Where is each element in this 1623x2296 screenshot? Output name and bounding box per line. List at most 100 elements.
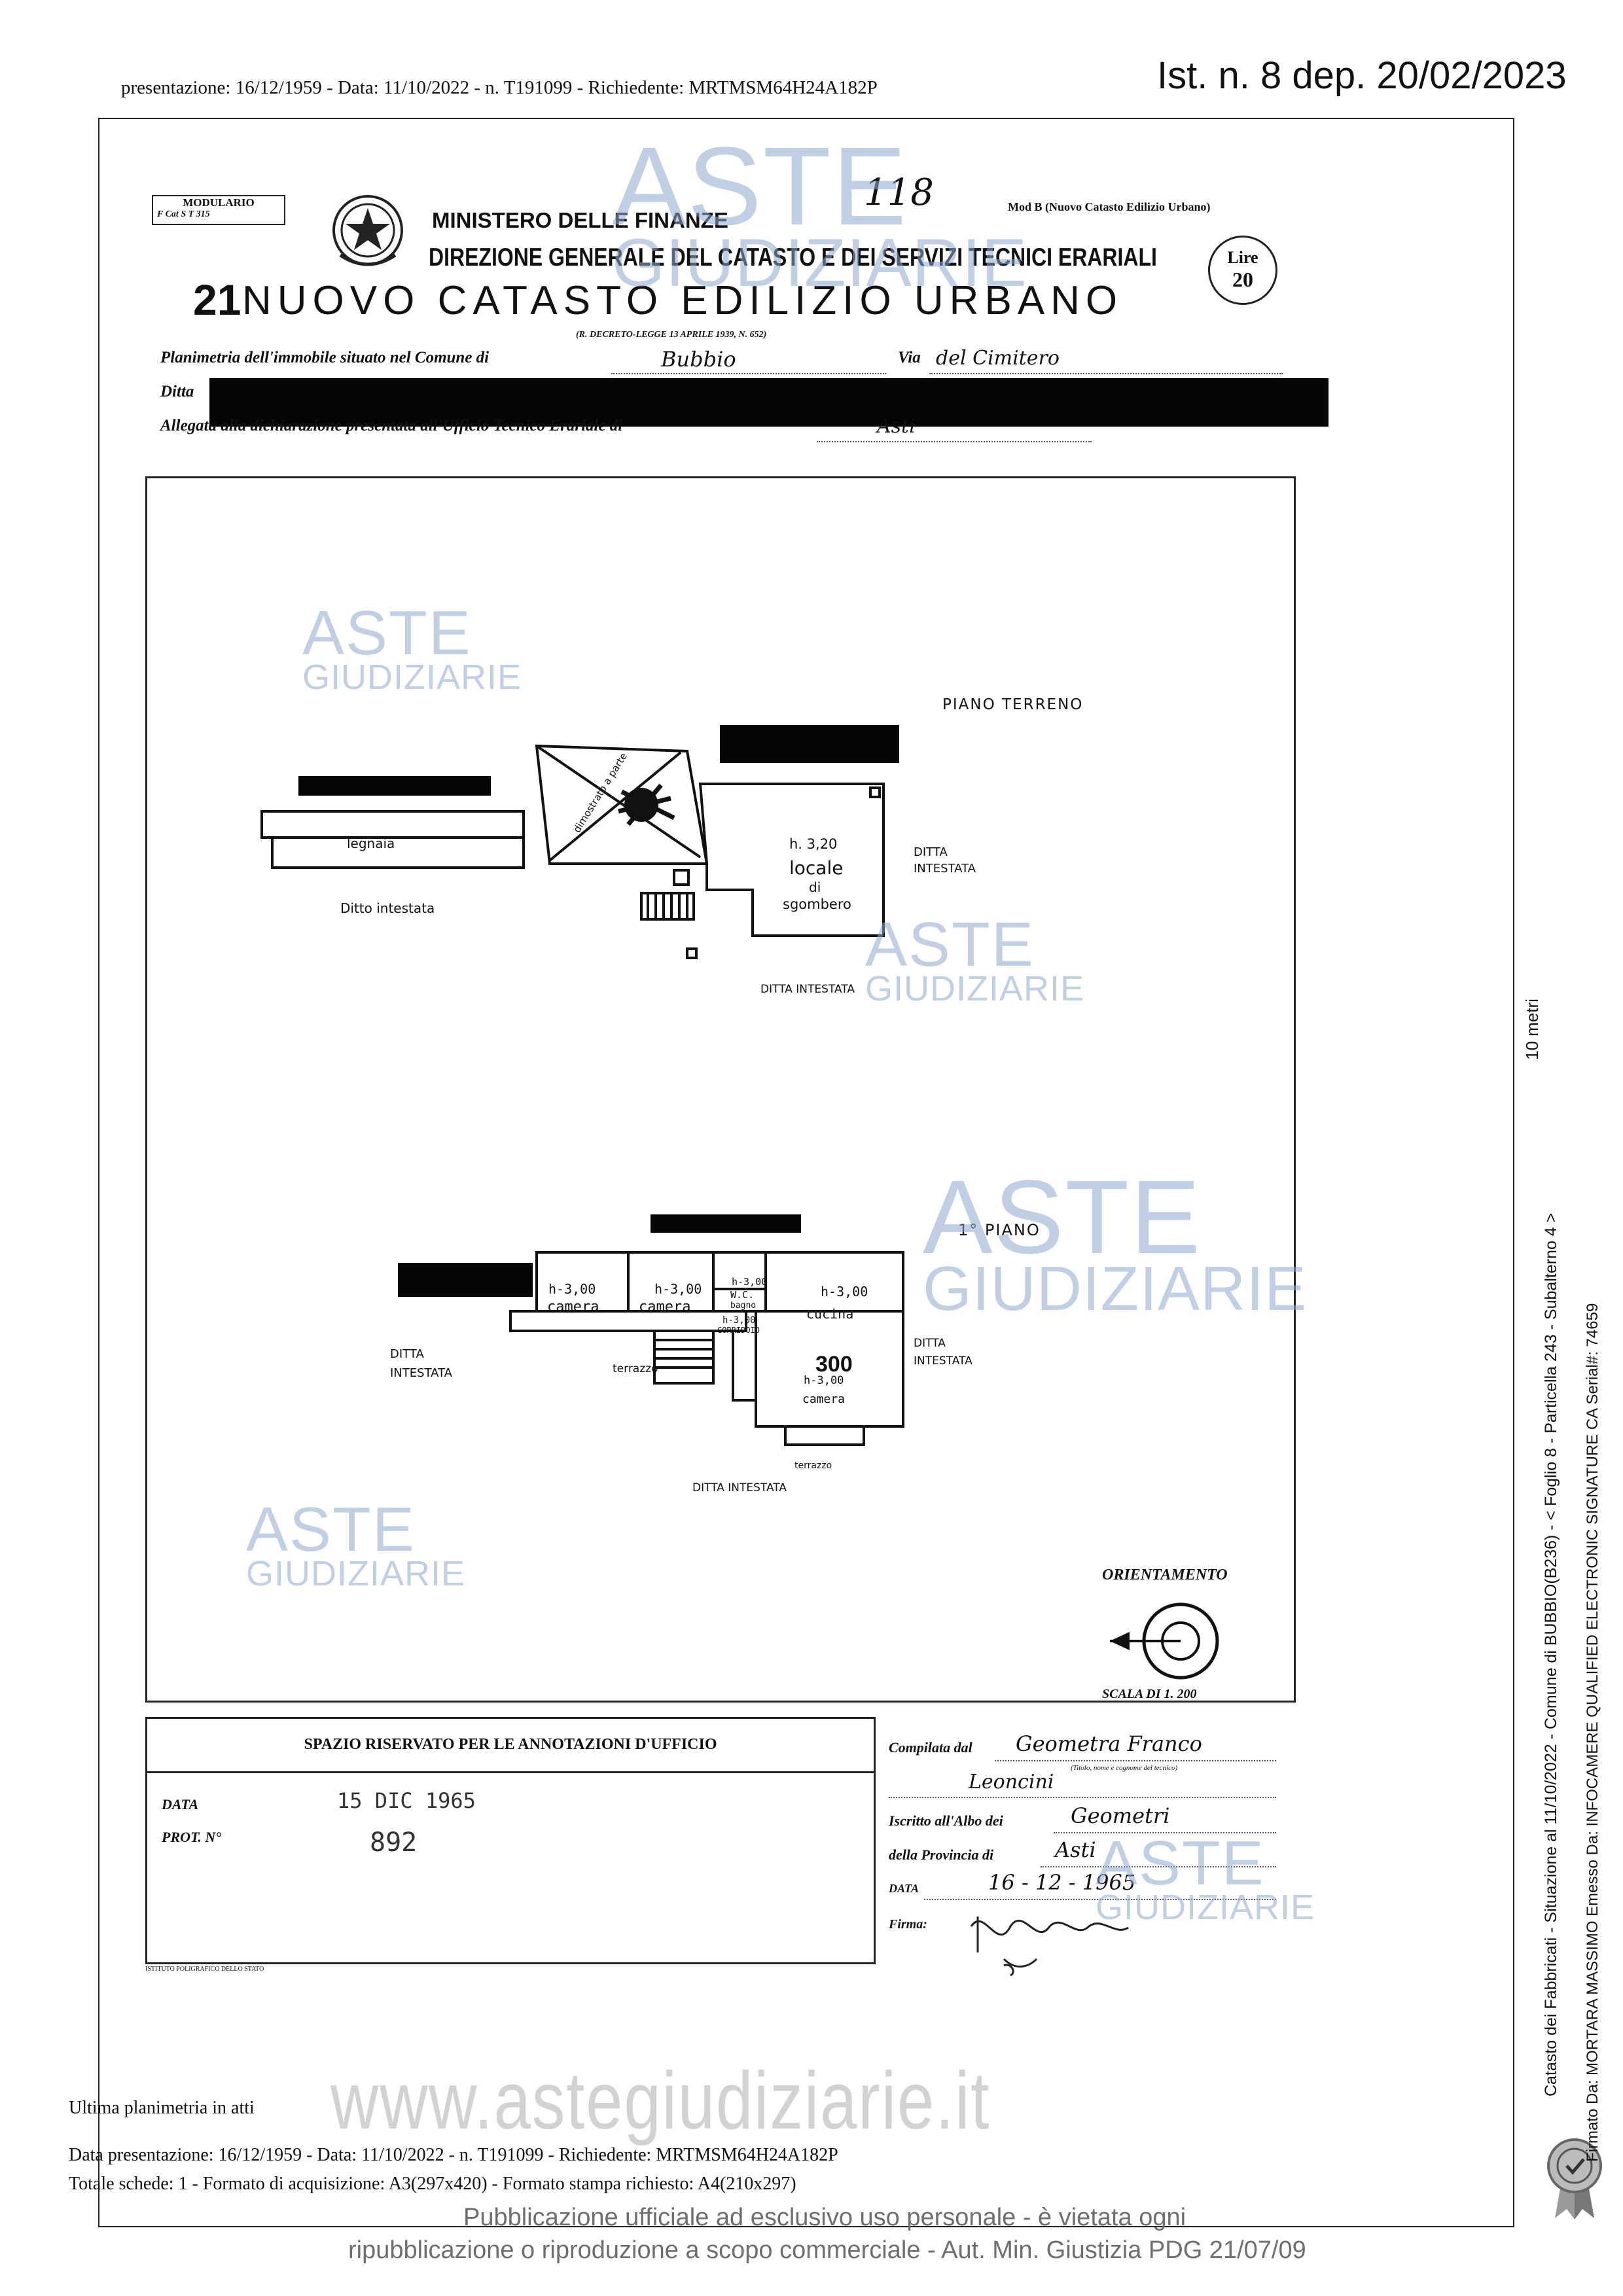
deposit-stamp: Ist. n. 8 dep. 20/02/2023 [1157, 54, 1567, 97]
wc-label: W.C. [730, 1289, 755, 1301]
camera-a: camera [547, 1299, 599, 1315]
provincia-label: della Provincia di [889, 1846, 994, 1863]
ditta-intestata-bottom: DITTA INTESTATA [760, 983, 855, 996]
h300-wc: h-3,00 [732, 1276, 768, 1288]
outer-frame [98, 118, 1514, 2227]
h300-cucina: h-3,00 [821, 1284, 868, 1299]
lire-circle: Lire 20 [1208, 236, 1277, 305]
di-label: di [809, 879, 821, 895]
primo-piano-label: 1° PIANO [958, 1221, 1041, 1239]
compilata-name2: Leoncini [969, 1771, 1054, 1793]
lire-value: 20 [1232, 268, 1253, 291]
via-value: del Cimitero [936, 347, 1060, 370]
footer-line1: Data presentazione: 16/12/1959 - Data: 1… [69, 2145, 838, 2165]
camera-b: camera [639, 1299, 691, 1315]
lire-label: Lire [1227, 248, 1258, 267]
bagno-label: bagno [730, 1301, 757, 1311]
stamp-300: 300 [815, 1352, 853, 1377]
prefix-number: 21 [193, 275, 241, 324]
office-box-title: SPAZIO RISERVATO PER LE ANNOTAZIONI D'UF… [304, 1736, 717, 1753]
digital-seal-icon [1547, 2138, 1602, 2219]
legnaia-label: legnaia [347, 836, 395, 851]
via-label: Via [898, 349, 921, 366]
room-height-320: h. 3,20 [789, 836, 838, 852]
watermark-lower-right: ASTE GIUDIZIARIE [1096, 1828, 1315, 1927]
ditta-right-2: DITTA INTESTATA [914, 1337, 972, 1368]
side-firmato-line: Firmato Da: MORTARA MASSIMO Emesso Da: I… [1584, 1303, 1601, 2162]
watermark-left: ASTE GIUDIZIARIE [302, 598, 522, 697]
office-prot-value: 892 [370, 1828, 418, 1858]
h300-camera-c: h-3,00 [804, 1374, 844, 1387]
istituto-poligrafico: ISTITUTO POLIGRAFICO DELLO STATO [145, 1966, 264, 1973]
compilata-label: Compilata dal [889, 1739, 972, 1756]
office-annotation-box: SPAZIO RISERVATO PER LE ANNOTAZIONI D'UF… [145, 1717, 876, 1964]
compilata-data-label: DATA [889, 1882, 919, 1895]
first-floor-plan [509, 1251, 904, 1446]
ditta-intestata-right: DITTA INTESTATA [914, 845, 976, 876]
publication-notice-1: Pubblicazione ufficiale ad esclusivo uso… [463, 2204, 1186, 2231]
ditta-left-2: DITTA INTESTATA [390, 1347, 452, 1380]
direzione-generale: DIREZIONE GENERALE DEL CATASTO E DEI SER… [429, 243, 1157, 272]
modulario-code: F Cat S T 315 [157, 209, 210, 219]
catasto-title: NUOVO CATASTO EDILIZIO URBANO [242, 278, 1124, 323]
decreto-note: (R. DECRETO-LEGGE 13 APRILE 1939, N. 652… [576, 330, 767, 340]
iscritto-label: Iscritto all'Albo dei [889, 1812, 1003, 1829]
footer-line2: Totale schede: 1 - Formato di acquisizio… [69, 2174, 796, 2194]
locale-label: locale [789, 857, 844, 879]
watermark-lower-left: ASTE GIUDIZIARIE [246, 1494, 466, 1593]
ground-redaction-top [720, 725, 899, 763]
sgombero-label: sgombero [783, 896, 851, 912]
watermark-middle: ASTE GIUDIZIARIE [865, 910, 1085, 1008]
comune-value: Bubbio [661, 347, 736, 372]
titolo-note: (Titolo, nome e cognome del tecnico) [1071, 1764, 1178, 1772]
firma-label: Firma: [889, 1917, 927, 1932]
provincia-value: Asti [1055, 1837, 1096, 1862]
watermark-right: ASTE GIUDIZIARIE [923, 1158, 1308, 1324]
h300-b: h-3,00 [654, 1281, 702, 1297]
side-catasto-line: Catasto dei Fabbricati - Situazione al 1… [1542, 1212, 1560, 2096]
terrazzo-1: terrazzo [613, 1362, 658, 1375]
ground-floor-plan [260, 744, 885, 959]
orientamento-label: ORIENTAMENTO [1102, 1566, 1228, 1583]
signature-image [970, 1916, 1129, 1977]
header-presentation-line: presentazione: 16/12/1959 - Data: 11/10/… [121, 77, 878, 98]
office-data-value: 15 DIC 1965 [337, 1788, 476, 1813]
office-prot-label: PROT. N° [162, 1829, 222, 1845]
office-data-label: DATA [162, 1796, 199, 1812]
watermark-top: ASTE GIUDIZIARIE [612, 124, 1028, 301]
ultima-planimetria: Ultima planimetria in atti [69, 2098, 255, 2118]
cucina-label: cucina [806, 1306, 854, 1322]
iscritto-value: Geometri [1071, 1803, 1170, 1828]
allegata-value: Asti [877, 415, 916, 438]
ditta-redaction [209, 378, 1329, 427]
ground-redaction-left [298, 776, 491, 796]
corridoio-label: CORRIDOIO [717, 1326, 760, 1335]
ditta-bottom-2: DITTA INTESTATA [692, 1481, 787, 1494]
planimetria-label: Planimetria dell'immobile situato nel Co… [160, 349, 490, 366]
first-redaction-left [398, 1263, 533, 1297]
publication-notice-2: ripubblicazione o riproduzione a scopo c… [348, 2236, 1306, 2264]
compilata-data-value: 16 - 12 - 1965 [988, 1870, 1136, 1895]
ditta-intestata-left: Ditto intestata [340, 900, 435, 916]
piano-terreno-label: PIANO TERRENO [942, 696, 1084, 713]
first-redaction-top [651, 1214, 801, 1233]
ministry-name: MINISTERO DELLE FINANZE [432, 208, 728, 232]
modulario-box: MODULARIO F Cat S T 315 [152, 195, 285, 225]
modulario-title: MODULARIO [183, 196, 255, 209]
republic-emblem-icon [332, 195, 403, 266]
handwritten-number: 118 [864, 171, 934, 214]
camera-c: camera [802, 1392, 846, 1406]
allegata-label: Allegata alla dichiarazione presentata a… [160, 417, 623, 434]
ditta-label: Ditta [160, 383, 194, 400]
side-metri: 10 metri [1522, 998, 1542, 1060]
h300-corridoio: h-3,00 [722, 1315, 756, 1326]
compilata-value: Geometra Franco [1016, 1731, 1202, 1756]
h300-a: h-3,00 [548, 1281, 596, 1297]
terrazzo-2: terrazzo [794, 1460, 832, 1471]
scala-label: SCALA DI 1. 200 [1102, 1687, 1197, 1701]
north-arrow-icon [1110, 1602, 1219, 1680]
plan-frame [145, 476, 1296, 1703]
mod-b-label: Mod B (Nuovo Catasto Edilizio Urbano) [1008, 200, 1211, 213]
site-watermark: www.astegiudiziarie.it [330, 2056, 991, 2146]
